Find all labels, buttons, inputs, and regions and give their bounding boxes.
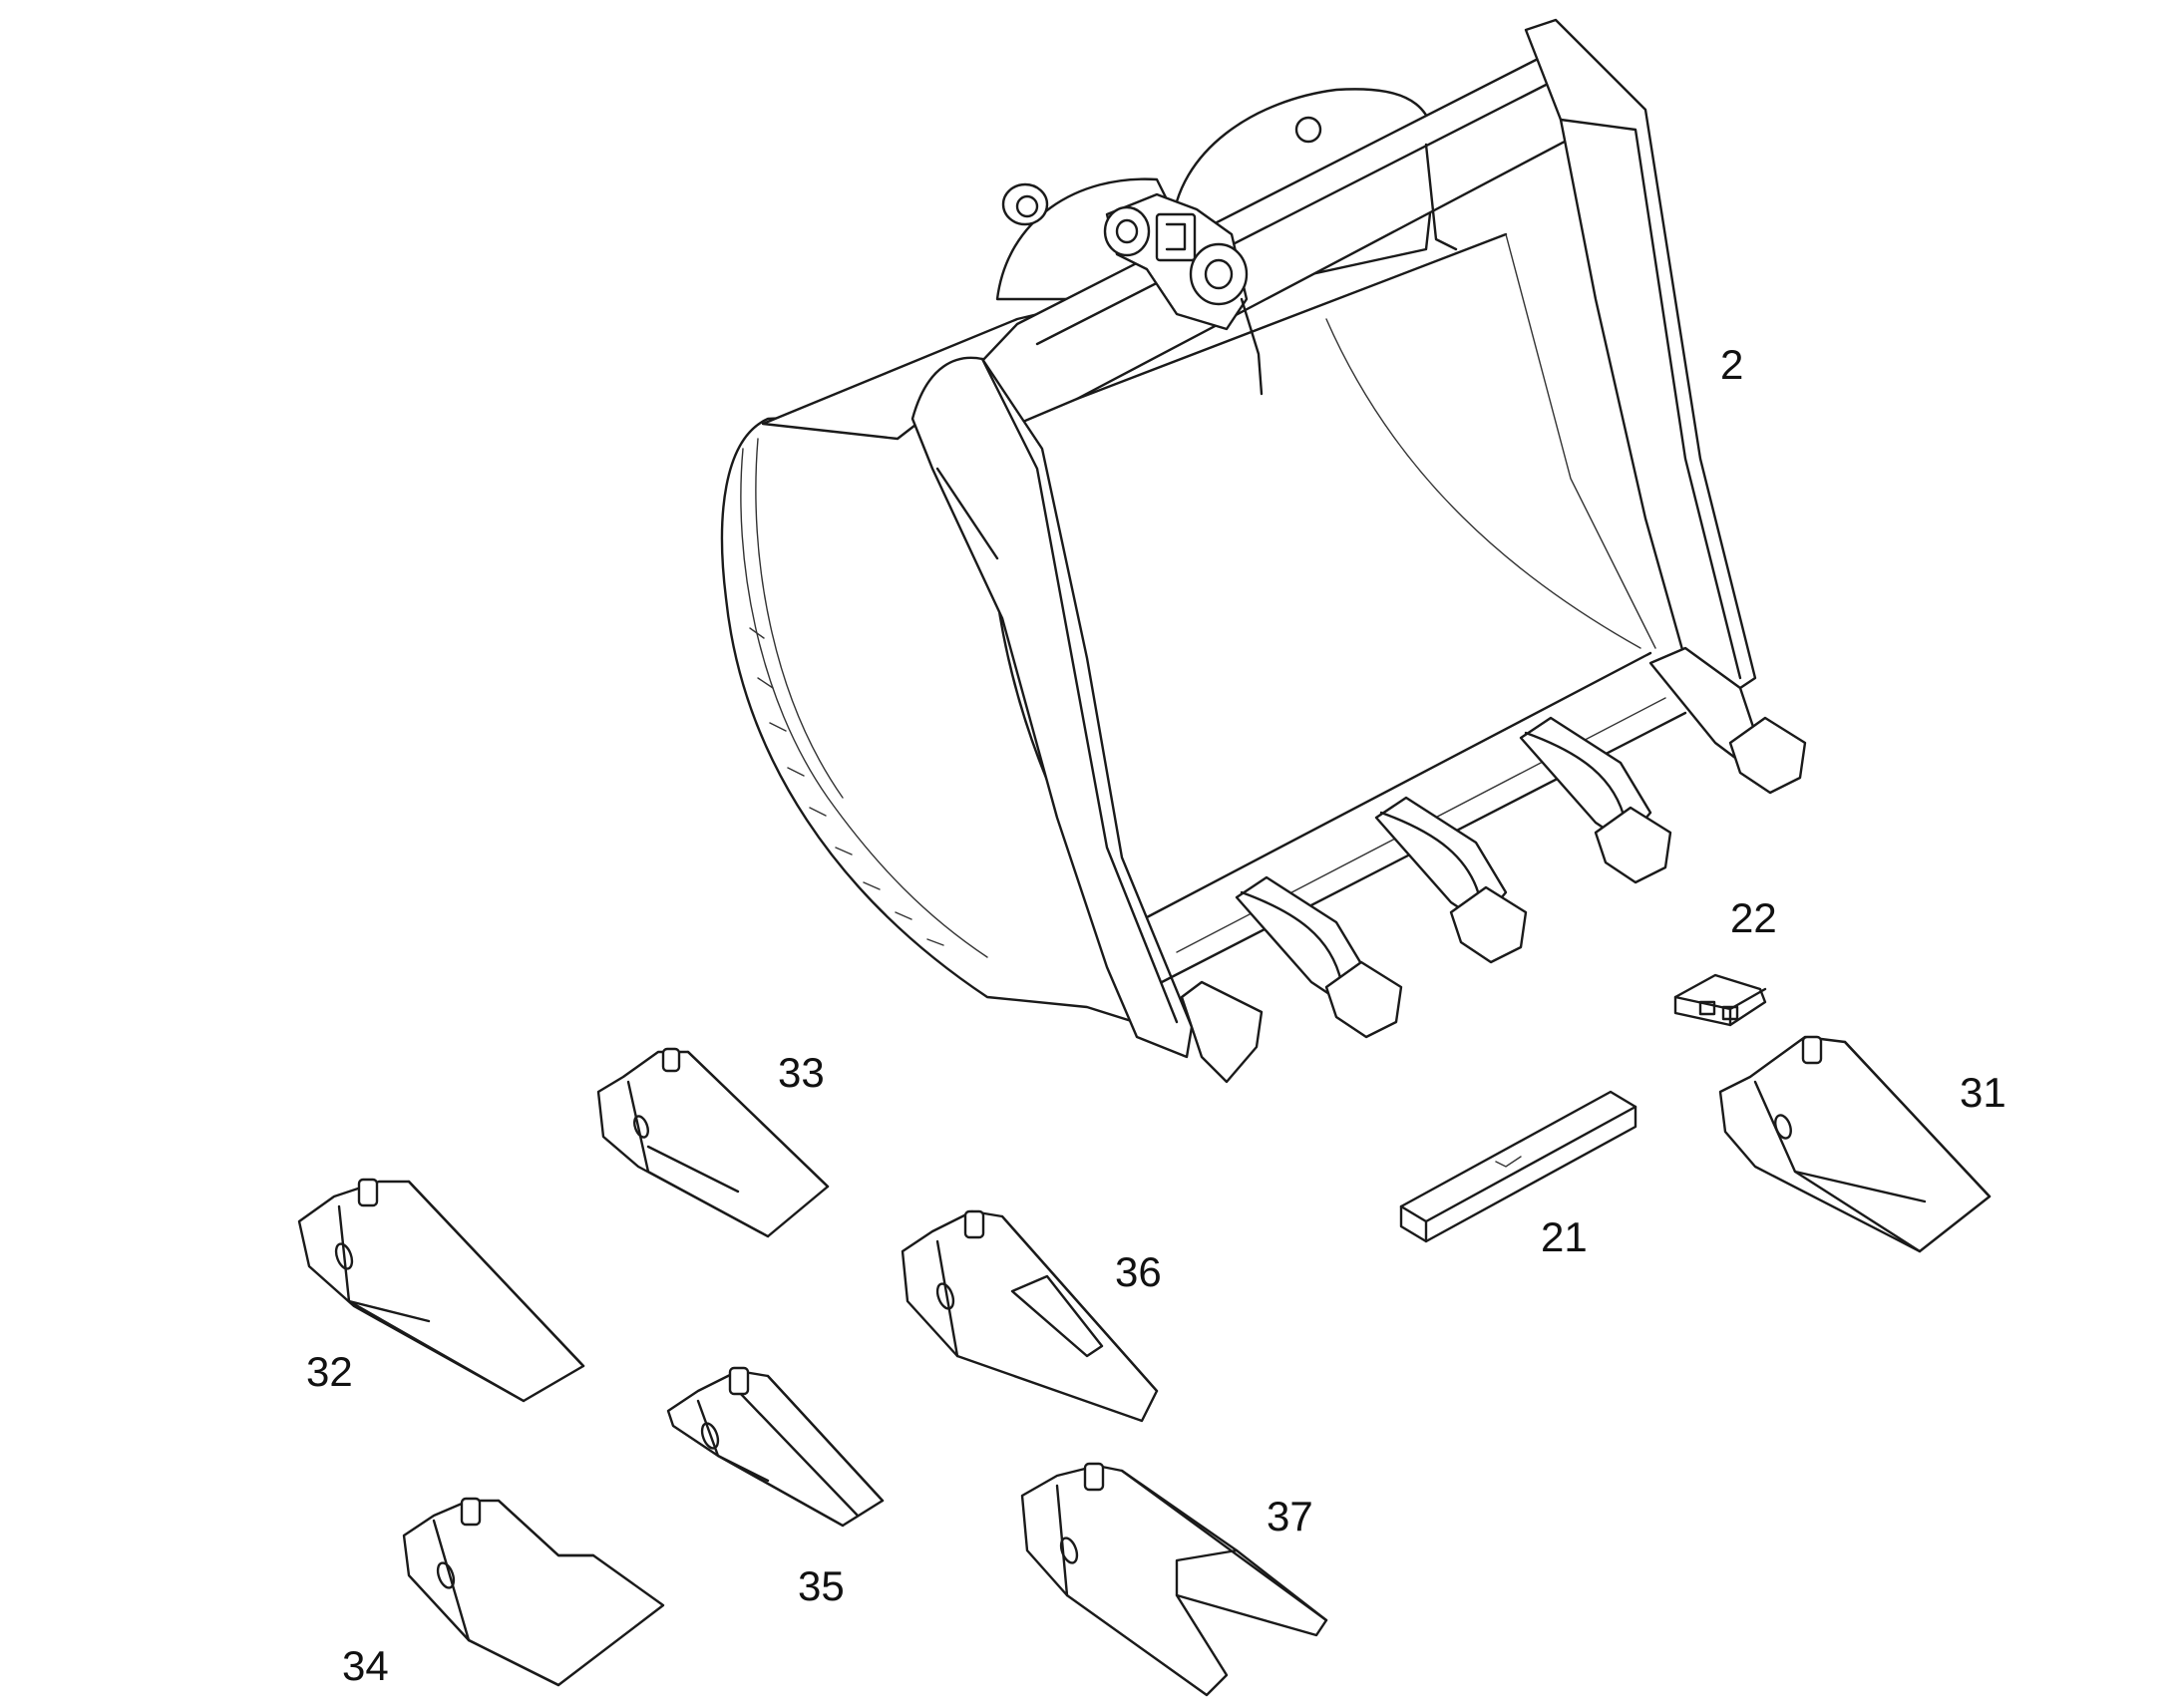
- tooth-35: [666, 1366, 885, 1528]
- tooth-33: [596, 1047, 830, 1238]
- tooth-36: [901, 1209, 1159, 1423]
- mounted-teeth: [1180, 646, 1807, 1084]
- callout-2: 2: [1720, 341, 1743, 388]
- callout-36: 36: [1115, 1248, 1162, 1295]
- callout-32: 32: [306, 1348, 353, 1395]
- tooth-37: [1020, 1462, 1328, 1697]
- tooth-31: [1718, 1035, 1992, 1253]
- bucket-assembly: [720, 18, 1807, 1084]
- callout-22: 22: [1730, 894, 1777, 941]
- callout-34: 34: [342, 1642, 389, 1689]
- cutting-edge-21: [1399, 1090, 1637, 1243]
- callout-37: 37: [1267, 1493, 1313, 1539]
- bucket-curved-back-plate: [720, 407, 1184, 1039]
- callout-31: 31: [1960, 1069, 2006, 1116]
- lug-eye-left: [1001, 182, 1049, 226]
- retainer-lock-22: [1673, 973, 1767, 1027]
- callout-21: 21: [1541, 1213, 1588, 1260]
- callout-35: 35: [798, 1562, 845, 1609]
- tooth-32: [297, 1178, 585, 1403]
- callout-33: 33: [778, 1049, 825, 1096]
- tooth-34: [402, 1497, 665, 1687]
